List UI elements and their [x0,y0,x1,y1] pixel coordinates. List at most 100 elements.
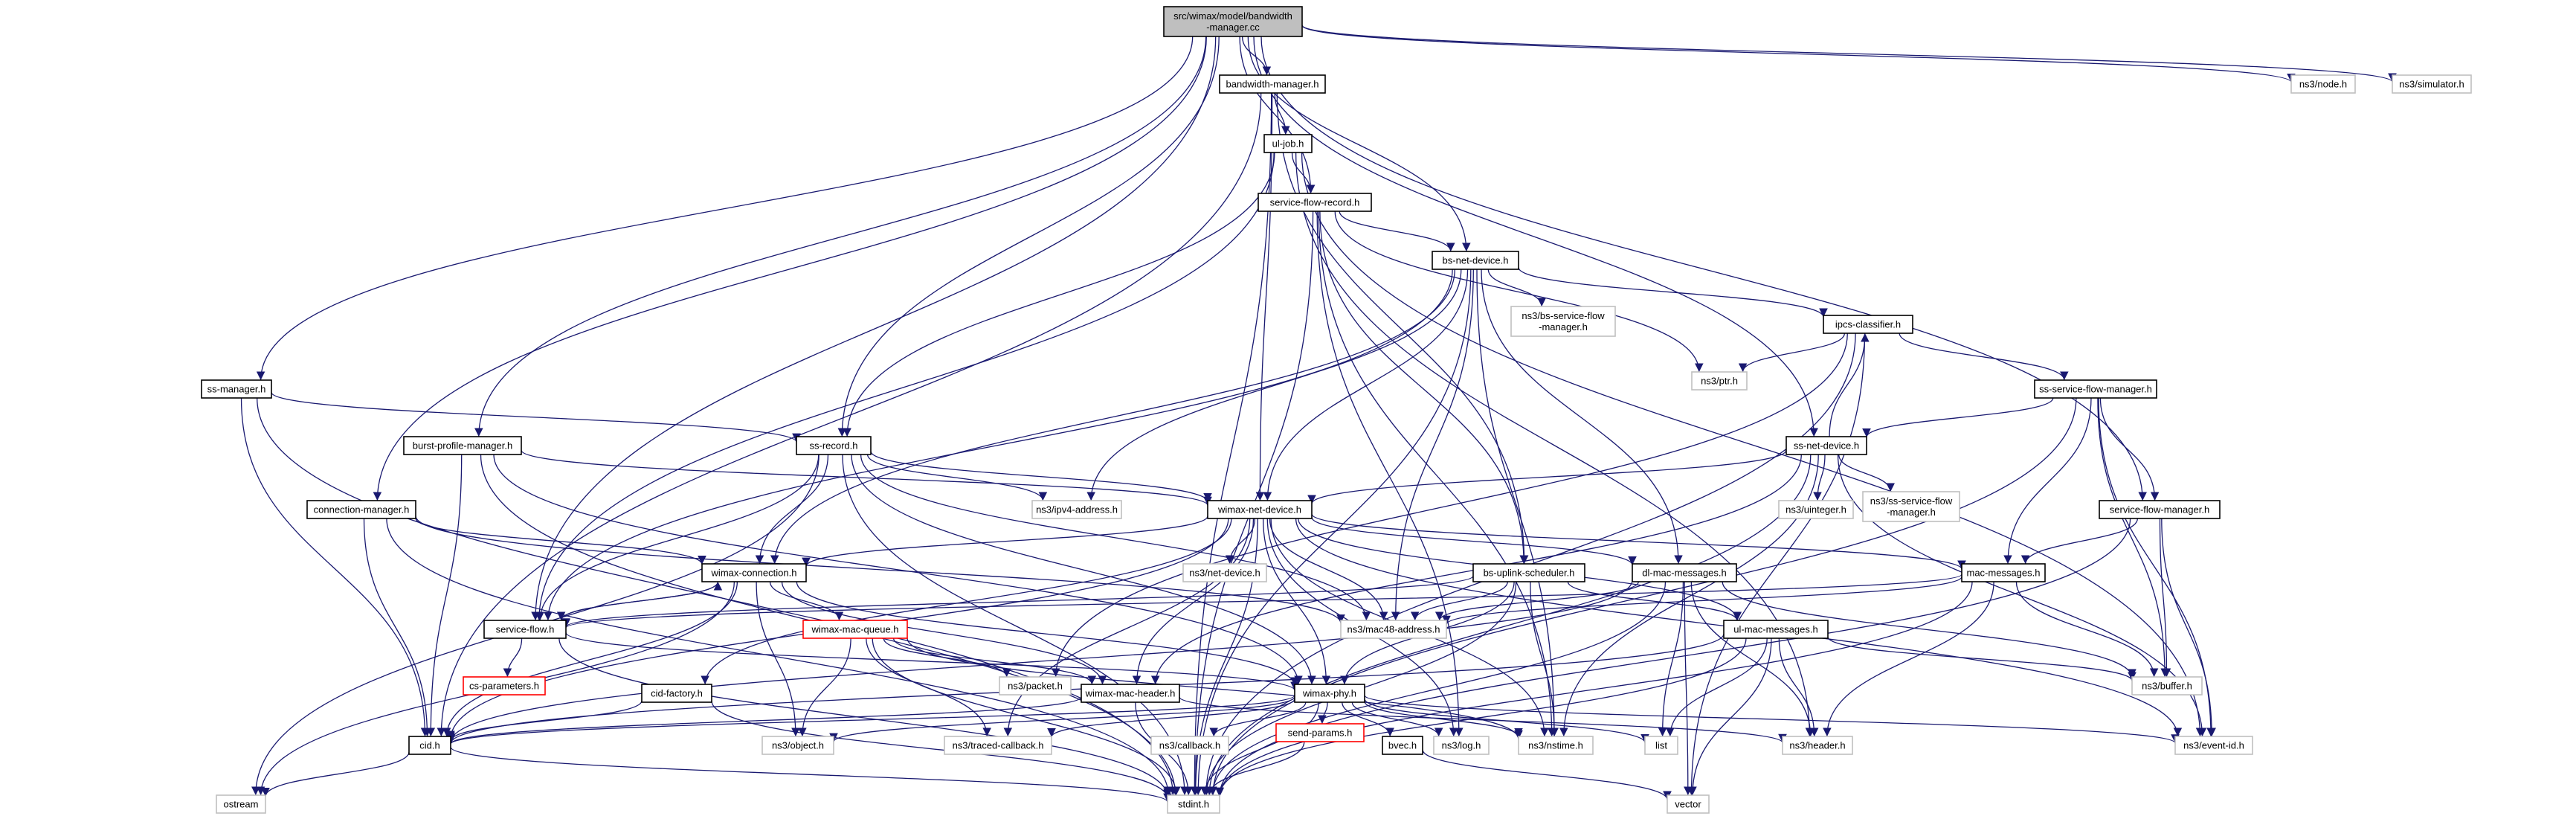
node-label: ul-job.h [1272,138,1304,150]
edge-root-to-ssrec_h [837,36,1220,437]
edge-bsnet_h-to-ipv4_h [1086,269,1462,501]
node-label: ss-service-flow-manager.h [2039,384,2152,395]
node-netdev-h: ns3/net-device.h [1182,563,1267,582]
node-box [1644,736,1678,755]
node-label: ns3/nstime.h [1528,740,1583,751]
node-sfr-h[interactable]: service-flow-record.h [1258,193,1372,212]
node-label: wimax-mac-header.h [1085,688,1176,699]
node-box [1667,794,1710,814]
node-box [1862,491,1960,522]
node-root[interactable]: src/wimax/model/bandwidth-manager.cc [1163,6,1303,37]
edge-sfr_h-to-log_h [1316,211,1464,737]
edge-bpm_h-to-cid_h [426,454,463,737]
edge-connmgr_h-to-mac48_h [415,516,1345,623]
edge-sfm_h-to-stdint_h [1215,518,2131,797]
node-wconn-h[interactable]: wimax-connection.h [701,563,807,582]
node-label: cid.h [419,740,439,751]
node-ulmac-h[interactable]: ul-mac-messages.h [1723,620,1829,639]
node-box [1167,794,1220,814]
node-bvec-h[interactable]: bvec.h [1382,736,1423,755]
node-stdint-h: stdint.h [1167,794,1220,814]
node-label: bvec.h [1388,740,1417,751]
edge-dlmac_h-to-buffer_h [1722,581,2137,678]
node-box [1219,74,1326,94]
node-label: burst-profile-manager.h [413,440,512,452]
edge-dlmac_h-to-header_h [1690,581,1815,737]
node-wphy-h[interactable]: wimax-phy.h [1294,684,1365,703]
node-label: wimax-connection.h [711,568,797,579]
node-ipcs-h[interactable]: ipcs-classifier.h [1823,315,1913,334]
edge-uljob_h-to-sf_h [535,152,1275,621]
edge-root-to-node_h [1301,25,2296,83]
node-label: ns3/object.h [772,740,824,751]
node-label: connection-manager.h [314,504,410,516]
node-macmsg-h[interactable]: mac-messages.h [1961,563,2046,582]
node-box [802,620,908,639]
node-label: service-flow-record.h [1270,197,1360,208]
node-sssfm-h[interactable]: ss-service-flow-manager.h [2034,379,2157,399]
node-packet-h: ns3/packet.h [999,676,1072,696]
node-label: ns3/header.h [1789,740,1845,751]
node-ssrec-h[interactable]: ss-record.h [796,436,872,455]
edge-wphy_h-to-stdint_h [1200,701,1319,796]
node-uljob-h[interactable]: ul-job.h [1263,134,1313,153]
node-box [306,500,416,519]
edge-ssrec_h-to-wnd_h [870,451,1212,502]
node-sfm-h[interactable]: service-flow-manager.h [2099,500,2221,519]
node-label: bs-uplink-scheduler.h [1484,568,1575,579]
edge-cidf_h-to-cid_h [446,700,643,742]
edge-bsnet_h-to-sf_h [544,269,1453,621]
node-box [1823,315,1913,334]
edge-macmsg_h-to-header_h [1823,581,1994,737]
node-box [1786,436,1867,455]
edge-sssfm_h-to-ssnet_h [1862,397,2054,437]
node-ssnet-h[interactable]: ss-net-device.h [1786,436,1867,455]
edge-wmq_h-to-wmh_h [892,637,1097,685]
node-ssmgr-h[interactable]: ss-manager.h [201,379,272,399]
node-wmh-h[interactable]: wimax-mac-header.h [1081,684,1180,703]
node-label: -manager.cc [1206,22,1260,33]
node-box [408,736,451,755]
node-bpm-h[interactable]: burst-profile-manager.h [403,436,522,455]
node-cid-h[interactable]: cid.h [408,736,451,755]
node-mac48-h: ns3/mac48-address.h [1340,620,1447,639]
edge-macmsg_h-to-sf_h [561,574,1962,629]
node-label: service-flow-manager.h [2110,504,2209,516]
node-csp-h[interactable]: cs-parameters.h [463,676,546,696]
node-bwm-h[interactable]: bandwidth-manager.h [1219,74,1326,94]
node-dlmac-h[interactable]: dl-mac-messages.h [1632,563,1737,582]
node-log-h: ns3/log.h [1433,736,1490,755]
edge-wnd_h-to-wphy_h [1262,518,1331,685]
node-cb-h: ns3/callback.h [1150,736,1229,755]
edge-root-to-bwm_h [1241,36,1272,76]
node-bsul-h[interactable]: bs-uplink-scheduler.h [1472,563,1585,582]
node-sf-h[interactable]: service-flow.h [483,620,567,639]
node-box [1182,563,1267,582]
edge-wconn_h-to-wphy_h [796,581,1299,687]
node-label: ul-mac-messages.h [1733,624,1817,635]
node-box [2131,676,2203,696]
node-connmgr-h[interactable]: connection-manager.h [306,500,416,519]
node-box [1275,723,1365,742]
node-wnd-h[interactable]: wimax-net-device.h [1207,500,1313,519]
edge-root-to-ssnet_h [1253,36,1819,437]
node-wmq-h[interactable]: wimax-mac-queue.h [802,620,908,639]
edge-wphy_h-to-cid_h [446,695,1295,745]
node-box [1432,251,1519,270]
node-label: ns3/traced-callback.h [953,740,1044,751]
edge-connmgr_h-to-stdint_h [386,518,1173,796]
node-box [201,379,272,399]
node-box [1632,563,1737,582]
node-cidf-h[interactable]: cid-factory.h [641,684,712,703]
node-bsnet-h[interactable]: bs-net-device.h [1432,251,1519,270]
edge-wnd_h-to-wmh_h [1132,518,1255,685]
edge-ssmgr_h-to-ssrec_h [271,392,801,443]
node-box [1031,500,1122,519]
edge-macmsg_h-to-mac48_h [1442,576,1962,625]
node-box [1723,620,1829,639]
node-tcb-h: ns3/traced-callback.h [944,736,1052,755]
node-sendp-h[interactable]: send-params.h [1275,723,1365,742]
node-box [1340,620,1447,639]
edge-sfr_h-to-ptr_h [1334,211,1704,373]
node-label: bs-net-device.h [1443,255,1509,266]
